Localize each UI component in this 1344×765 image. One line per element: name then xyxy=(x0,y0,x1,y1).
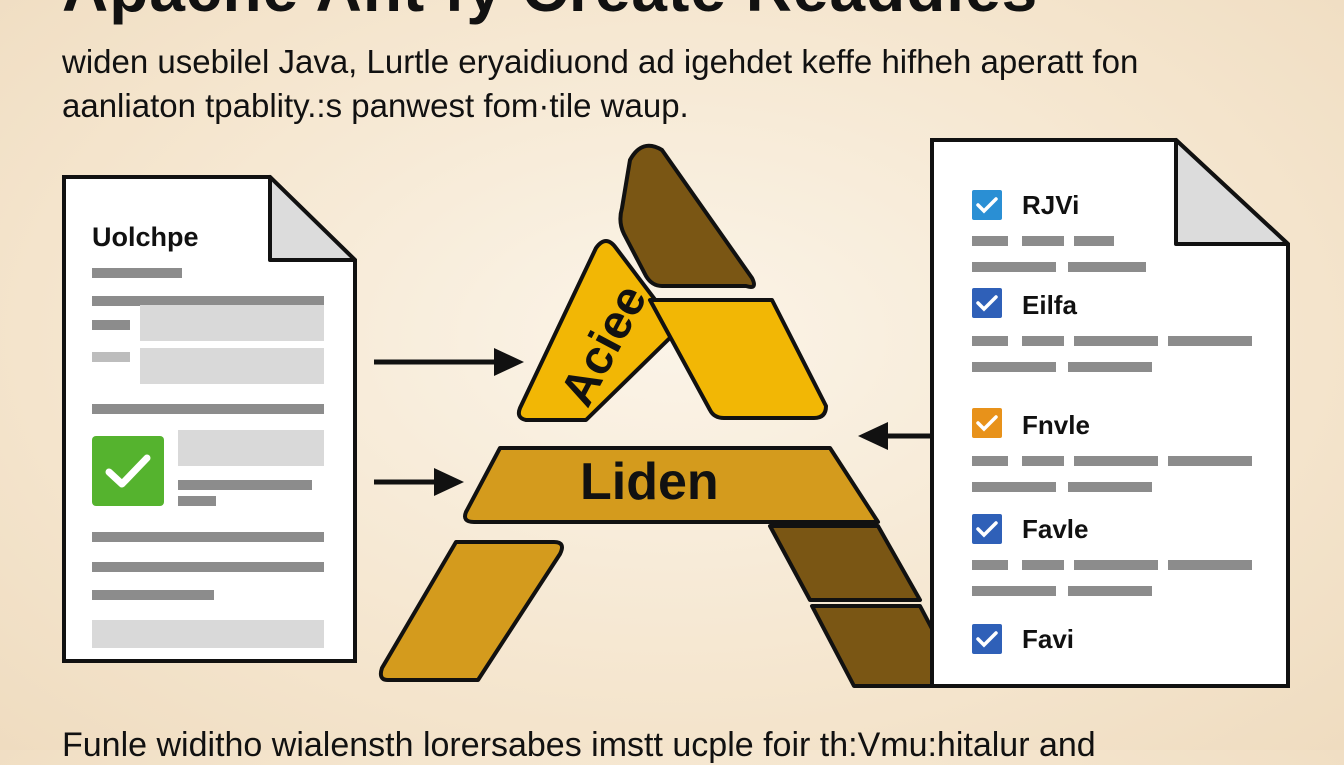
arrow-right-icon xyxy=(374,468,464,496)
right-doc-line xyxy=(1074,336,1158,346)
right-doc-line xyxy=(972,456,1008,466)
right-document xyxy=(930,138,1290,688)
left-doc-block xyxy=(92,620,324,648)
crossbar-label: Liden xyxy=(580,453,719,511)
right-doc-line xyxy=(1168,456,1252,466)
left-doc-line xyxy=(92,562,324,572)
left-doc-line xyxy=(92,268,182,278)
right-doc-line xyxy=(1022,456,1064,466)
right-doc-line xyxy=(1068,586,1152,596)
checkbox-checked-icon xyxy=(972,190,1002,220)
right-doc-item-label: RJVi xyxy=(1022,190,1080,220)
right-doc-item-label: Eilfa xyxy=(1022,290,1077,320)
right-doc-line xyxy=(1022,560,1064,570)
right-doc-item-label: Favi xyxy=(1022,624,1075,654)
left-doc-block xyxy=(178,430,324,466)
right-doc-line xyxy=(1068,482,1152,492)
right-doc-line xyxy=(1074,560,1158,570)
right-doc-item-label: Favle xyxy=(1022,514,1089,544)
intro-text: widen usebilel Java, Lurtle eryaidiuond … xyxy=(62,40,1302,128)
right-doc-line xyxy=(1168,336,1252,346)
checkbox-checked-icon xyxy=(972,624,1002,654)
top-piece xyxy=(618,143,756,289)
left-doc-line xyxy=(178,496,216,506)
left-doc-line xyxy=(92,352,130,362)
arrow-right-icon xyxy=(374,348,524,376)
bottom-right-upper xyxy=(768,524,922,602)
left-doc-line xyxy=(92,320,130,330)
right-doc-line xyxy=(1022,236,1064,246)
left-doc-line xyxy=(92,296,324,306)
right-doc-line xyxy=(972,262,1056,272)
crossbar-piece xyxy=(463,446,880,524)
right-doc-line xyxy=(972,362,1056,372)
right-doc-line xyxy=(1068,262,1146,272)
upper-left-piece xyxy=(516,239,680,422)
left-doc-line xyxy=(92,404,324,414)
left-doc-line xyxy=(178,480,312,490)
intro-line-1: widen usebilel Java, Lurtle eryaidiuond … xyxy=(62,43,1139,80)
right-doc-line xyxy=(1168,560,1252,570)
right-doc-line xyxy=(1068,362,1152,372)
footer-text: Funle widitho wialensth lorersabes imstt… xyxy=(62,726,1096,764)
right-doc-line xyxy=(972,586,1056,596)
right-document-shape xyxy=(930,138,1290,688)
ant-letter-diagram xyxy=(378,143,961,688)
right-doc-line xyxy=(972,482,1056,492)
checkbox-checked-icon xyxy=(972,288,1002,318)
left-doc-block xyxy=(140,305,324,341)
right-doc-line xyxy=(1074,236,1114,246)
right-doc-item-label: Fnvle xyxy=(1022,410,1090,440)
left-document-title: Uolchpe xyxy=(92,222,199,252)
right-doc-line xyxy=(972,560,1008,570)
left-doc-check-icon xyxy=(92,436,164,506)
checkbox-checked-icon xyxy=(972,408,1002,438)
main-title: Apache Ant fy Create Readdies xyxy=(62,0,1038,26)
upper-right-piece xyxy=(648,298,828,420)
bottom-left-leg xyxy=(378,540,564,682)
checkbox-checked-icon xyxy=(972,514,1002,544)
left-doc-block xyxy=(140,348,324,384)
right-doc-line xyxy=(1074,456,1158,466)
left-doc-line xyxy=(92,532,324,542)
right-doc-line xyxy=(972,336,1008,346)
right-doc-line xyxy=(1022,336,1064,346)
left-doc-line xyxy=(92,590,214,600)
right-doc-line xyxy=(972,236,1008,246)
intro-line-2: aanliaton tpablity.:s panwest fom·tile w… xyxy=(62,87,689,124)
